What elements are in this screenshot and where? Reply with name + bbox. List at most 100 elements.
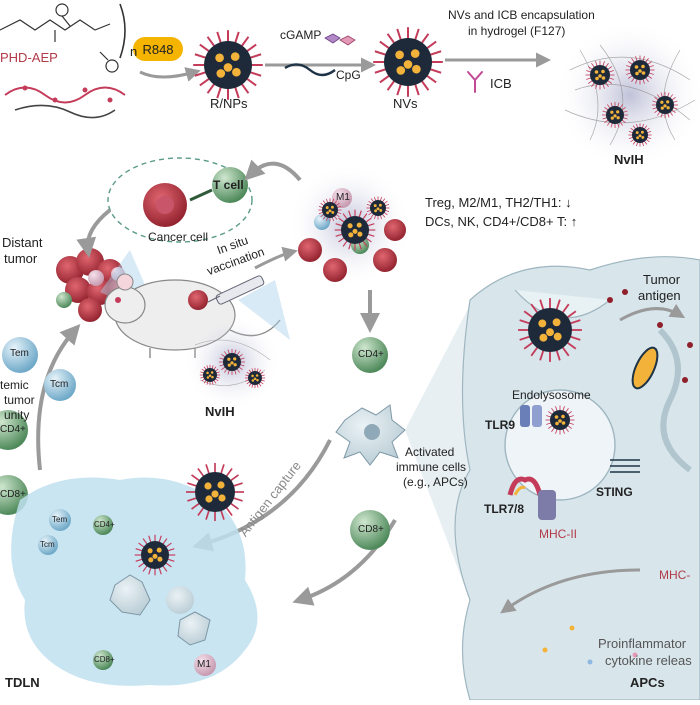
arrow-pill-to-rnps <box>139 67 201 82</box>
label-distant-1: Distant <box>2 235 43 250</box>
er-structure <box>657 327 692 473</box>
nanoparticle-3 <box>585 60 615 90</box>
label-polymer: PHD-AEP <box>0 50 58 65</box>
cd4-cell-left <box>0 410 28 450</box>
tlr9-receptor-icon <box>520 405 542 427</box>
tumor-antigen-dots <box>607 289 693 383</box>
nanoparticle-5 <box>651 91 679 119</box>
label-systemic-2: tumor <box>4 393 35 407</box>
arrow-tdln-to-tumor <box>36 324 81 471</box>
nvih-hydrogel-halo <box>555 20 700 170</box>
label-cd4-tdln: CD4+ <box>94 520 115 529</box>
label-tumor-antigen-2: antigen <box>638 288 681 303</box>
sting-receptor-icon <box>610 459 640 473</box>
cd8-cell-activated <box>350 510 390 550</box>
label-cd8-tdln: CD8+ <box>94 655 115 664</box>
label-cytokine-2: cytokine releas <box>605 653 692 668</box>
nanoparticle-11 <box>218 348 246 376</box>
polymer-chain-2 <box>14 104 116 119</box>
polymer-structure <box>0 3 126 73</box>
label-sting: STING <box>596 485 633 499</box>
label-mhc1: MHC- <box>659 568 691 582</box>
nanoparticle-layer <box>134 27 679 576</box>
label-cpg: CpG <box>336 68 361 82</box>
label-cgamp: cGAMP <box>280 28 322 42</box>
arrow-vaccination <box>254 246 298 270</box>
label-tcm-left: Tcm <box>50 379 69 390</box>
hydrogel-fibers <box>564 44 696 146</box>
label-n-subscript: n <box>130 44 138 59</box>
label-tlr78: TLR7/8 <box>484 502 525 516</box>
arrow-tme-to-tcell <box>244 159 302 182</box>
label-tcm-tdln: Tcm <box>40 540 55 549</box>
nanoparticle-12 <box>199 364 221 386</box>
label-immune-change-1: Treg, M2/M1, TH2/TH1: ↓ <box>425 195 572 210</box>
r848-pill: R848 <box>133 37 183 61</box>
label-cd4-activated: CD4+ <box>358 349 384 360</box>
label-cd8-activated: CD8+ <box>358 524 384 535</box>
label-tcell: T cell <box>213 178 244 192</box>
cpg-strand-icon <box>284 63 336 77</box>
label-nvs: NVs <box>393 96 418 111</box>
injected-tumor <box>188 290 208 310</box>
label-cd4-left: CD4+ <box>0 424 26 435</box>
nanoparticle-10 <box>366 196 390 220</box>
label-cd8-left: CD8+ <box>0 489 26 500</box>
tcm-cell-left <box>44 369 76 401</box>
label-mhc2: MHC-II <box>539 527 577 541</box>
cytokine-dots <box>542 625 638 665</box>
label-systemic-3: unity <box>4 408 30 422</box>
label-nvih-mid: NvIH <box>205 404 235 419</box>
label-cancer-cell: Cancer cell <box>148 230 209 244</box>
mhc2-complex-icon <box>538 490 556 520</box>
arrow-apc-to-cytokine <box>500 568 641 614</box>
cd4-cell-activated <box>352 337 388 373</box>
nanoparticle-4 <box>625 55 655 85</box>
nanoparticle-13 <box>244 367 266 389</box>
label-cytokine-1: Proinflammator <box>598 636 687 651</box>
nanoparticle-1 <box>193 30 263 100</box>
label-apcs: APCs <box>630 675 665 690</box>
label-tem-tdln: Tem <box>52 515 68 524</box>
tlr78-receptor-icon <box>507 476 543 496</box>
icb-antibody-icon <box>467 71 483 93</box>
nanoparticle-16 <box>134 534 176 576</box>
cancer-cell-nucleus <box>156 196 174 214</box>
label-activated-1: Activated <box>405 445 455 459</box>
label-systemic-1: temic <box>0 378 29 392</box>
label-m1-tdln: M1 <box>197 659 211 670</box>
label-nvih-top: NvIH <box>614 152 644 167</box>
mitochondrion <box>631 346 659 390</box>
arrow-antigen-in <box>619 303 686 322</box>
label-activated-2: immune cells <box>396 460 467 474</box>
label-activated-3: (e.g., APCs) <box>403 475 468 489</box>
nanoparticle-7 <box>628 123 652 147</box>
tcell-cancer-ellipse <box>107 157 253 243</box>
arrow-ellipse-to-tumor <box>76 208 112 258</box>
tem-cell-left <box>2 337 38 373</box>
label-encapsulation-1: NVs and ICB encapsulation <box>448 8 595 22</box>
label-encapsulation-2: in hydrogel (F127) <box>468 24 566 38</box>
label-immune-change-2: DCs, NK, CD4+/CD8+ T: ↑ <box>425 214 578 229</box>
label-endolysosome: Endolysosome <box>512 388 591 402</box>
label-m1-tme: M1 <box>336 192 350 203</box>
nanoparticle-2 <box>373 27 443 97</box>
label-tlr9: TLR9 <box>485 418 515 432</box>
nanoparticle-17 <box>545 405 575 435</box>
cgamp-molecule-icon <box>324 33 356 46</box>
nanoparticle-9 <box>318 198 342 222</box>
label-icb: ICB <box>490 76 512 91</box>
label-distant-2: tumor <box>4 251 38 266</box>
nanoparticle-15 <box>186 463 244 521</box>
apc-zoom-wedge <box>405 305 470 600</box>
label-tumor-antigen-1: Tumor <box>643 272 681 287</box>
injection-zoom-wedge <box>238 280 290 340</box>
nanoparticle-6 <box>601 101 629 129</box>
polymer-beads <box>22 85 113 103</box>
tdln-cells <box>38 509 216 676</box>
tcell-top <box>212 167 248 203</box>
polymer-chain <box>4 86 126 104</box>
nanoparticle-8 <box>334 209 376 251</box>
